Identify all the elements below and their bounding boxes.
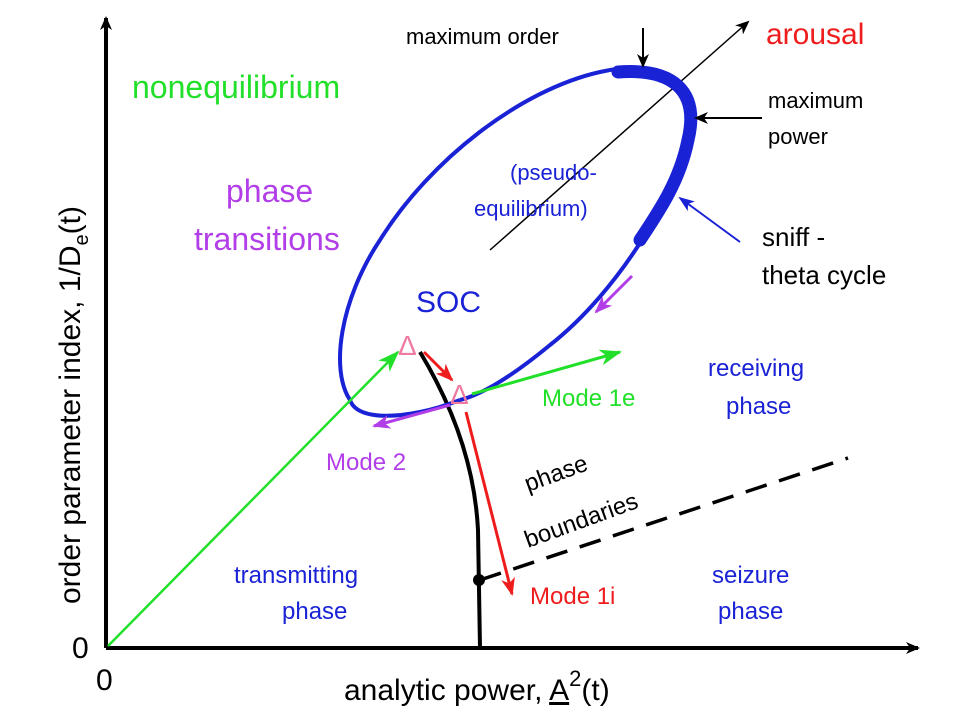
green-arrow-mode-1e — [471, 349, 622, 396]
pseudo-equilibrium-label-1: (pseudo- — [510, 160, 597, 185]
sniff-theta-label-1: sniff - — [762, 222, 825, 252]
x-axis-label-prefix: analytic power, — [344, 674, 549, 707]
y-origin-label: 0 — [72, 632, 89, 665]
delta-marker-upper: Δ — [398, 330, 417, 361]
x-axis-label-superscript: 2 — [569, 666, 581, 691]
phase-boundaries-label-2: boundaries — [521, 488, 642, 554]
mode-1e-label: Mode 1e — [542, 385, 635, 412]
delta-marker-lower: Δ — [450, 379, 469, 410]
red-arrow-mode-1i — [464, 411, 515, 596]
x-origin-label: 0 — [96, 664, 113, 697]
phase-transitions-label-2: transitions — [194, 221, 340, 257]
phase-transitions-label-1: phase — [226, 173, 313, 209]
sniff-theta-label-2: theta cycle — [762, 260, 886, 290]
mode-2-label: Mode 2 — [326, 449, 406, 476]
nonequilibrium-label: nonequilibrium — [132, 69, 340, 105]
dashed-phase-boundary — [479, 456, 849, 582]
red-arrow-short — [422, 350, 454, 382]
x-axis-label-symbol: A — [549, 674, 569, 707]
y-axis-label-prefix: order parameter index, 1/D — [54, 245, 87, 604]
seizure-phase-label-2: phase — [718, 598, 783, 625]
y-axis-label-suffix: (t) — [54, 206, 87, 234]
magenta-arrow-mode-2 — [372, 403, 451, 429]
sniff-arrow — [678, 196, 741, 243]
x-axis-label-suffix: (t) — [581, 674, 609, 707]
x-axis-label: analytic power, A2(t) — [344, 666, 610, 707]
receiving-phase-label-1: receiving — [708, 355, 804, 382]
mode-1i-label: Mode 1i — [530, 583, 615, 610]
seizure-phase-label-1: seizure — [712, 562, 789, 589]
soc-label: SOC — [416, 286, 481, 319]
magenta-arrow-loop — [594, 274, 634, 314]
maximum-power-label-1: maximum — [768, 88, 863, 113]
transmitting-phase-label-1: transmitting — [234, 562, 358, 589]
y-axis-label: order parameter index, 1/De(t) — [54, 206, 93, 604]
transmitting-phase-label-2: phase — [282, 598, 347, 625]
pseudo-equilibrium-label-2: equilibrium) — [474, 196, 588, 221]
triple-point — [473, 574, 485, 586]
arousal-label: arousal — [766, 18, 864, 51]
receiving-phase-label-2: phase — [726, 393, 791, 420]
maximum-power-label-2: power — [768, 124, 828, 149]
solid-phase-boundary — [418, 350, 482, 649]
phase-boundaries-label-1: phase — [521, 450, 592, 498]
green-arrow-origin — [107, 350, 400, 647]
y-axis-label-subscript: e — [71, 234, 93, 245]
loop-thick-segment — [611, 65, 698, 247]
maximum-order-label: maximum order — [406, 24, 559, 49]
loop-axis-line — [489, 20, 750, 251]
